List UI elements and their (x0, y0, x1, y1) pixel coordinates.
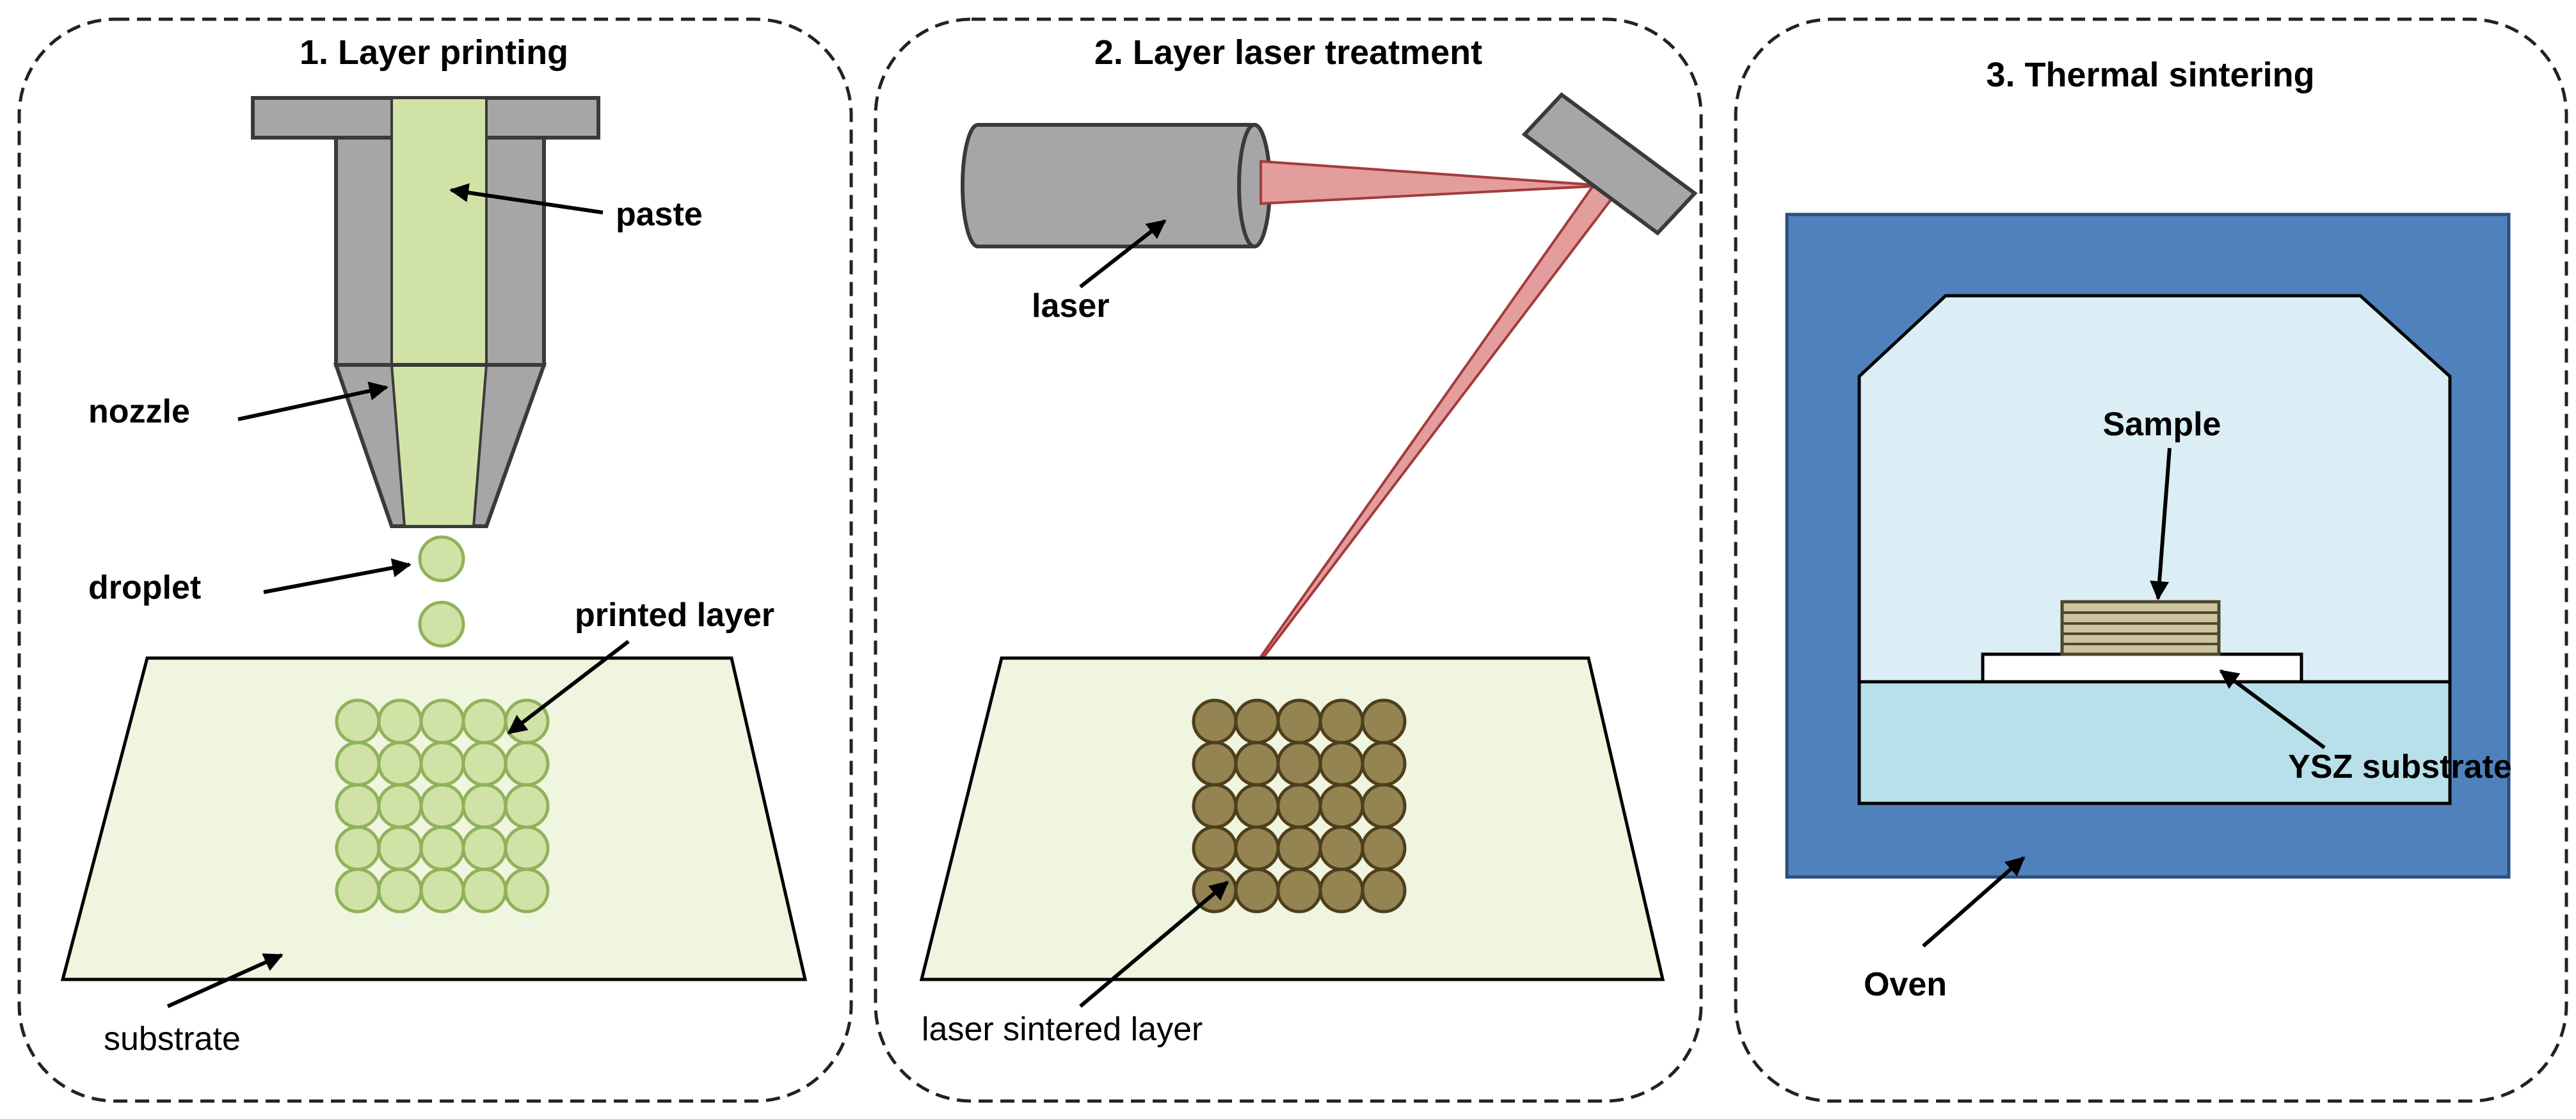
label-paste: paste (616, 196, 703, 233)
panel-1-title: 1. Layer printing (300, 33, 568, 72)
laser-beam-down (1218, 185, 1622, 717)
printed-layer-cell (335, 741, 381, 787)
sintered-layer-cell (1192, 698, 1238, 745)
mirror (1521, 92, 1698, 236)
sintered-layer-cell (1234, 867, 1280, 914)
sintered-layer-cell (1361, 825, 1407, 871)
sintered-layer-cell (1276, 825, 1322, 871)
printed-layer-cell (504, 867, 550, 914)
sintered-layer-cell (1234, 825, 1280, 871)
printed-layer-cell (504, 741, 550, 787)
label-nozzle: nozzle (88, 393, 190, 430)
label-laser-sintered-layer: laser sintered layer (922, 1011, 1203, 1048)
sintered-layer-cell (1361, 783, 1407, 829)
sintered-layer-cell (1276, 867, 1322, 914)
printed-layer-cell (377, 698, 423, 745)
droplet-1 (418, 535, 465, 583)
sintered-layer-cell (1318, 783, 1364, 829)
panel-layer-printing: 1. Layer printing paste nozzle droplet p… (17, 17, 853, 1103)
label-oven: Oven (1864, 966, 1947, 1003)
printed-layer-cell (419, 741, 465, 787)
label-droplet: droplet (88, 569, 201, 606)
printed-layer-cell (504, 825, 550, 871)
printed-layer-cell (419, 698, 465, 745)
printed-layer-cell (335, 825, 381, 871)
label-ysz-substrate: YSZ substrate (2288, 748, 2512, 785)
printed-layer-cell (335, 698, 381, 745)
label-printed-layer: printed layer (575, 597, 774, 634)
panel-2-title: 2. Layer laser treatment (1094, 33, 1482, 72)
sample-stack (2060, 600, 2221, 656)
paste-column (390, 97, 488, 366)
sintered-layer-cell (1318, 825, 1364, 871)
panel-3-title: 3. Thermal sintering (1986, 56, 2314, 94)
ysz-substrate (1981, 652, 2303, 684)
sintered-layer-cell (1234, 698, 1280, 745)
panel-2-border (874, 17, 1703, 1103)
printed-layer-cell (335, 783, 381, 829)
droplet-2 (418, 600, 465, 648)
printed-layer-cell (461, 698, 508, 745)
printed-layer-cell (461, 867, 508, 914)
printed-layer-cell (377, 741, 423, 787)
printed-layer-cell (461, 825, 508, 871)
sintered-layer-cell (1318, 698, 1364, 745)
laser-beam-horizontal (1260, 159, 1606, 205)
printed-layer-cell (419, 783, 465, 829)
label-substrate: substrate (104, 1020, 241, 1058)
printed-layer-cell (377, 825, 423, 871)
sintered-layer-cell (1318, 867, 1364, 914)
printed-layer-cell (419, 825, 465, 871)
label-sample: Sample (2103, 406, 2221, 443)
printed-layer-cell (377, 867, 423, 914)
printed-layer (335, 698, 550, 914)
printed-layer-cell (377, 783, 423, 829)
printed-layer-cell (335, 867, 381, 914)
sintered-layer-cell (1192, 741, 1238, 787)
panel-thermal-sintering: 3. Thermal sintering Sample YSZ substrat… (1734, 17, 2568, 1103)
sintered-layer-cell (1276, 698, 1322, 745)
sintered-layer-cell (1276, 783, 1322, 829)
printed-layer-cell (461, 783, 508, 829)
printed-layer-cell (504, 783, 550, 829)
nozzle-assembly (251, 96, 600, 528)
sintered-layer-cell (1192, 825, 1238, 871)
printed-layer-cell (461, 741, 508, 787)
printed-layer-cell (419, 867, 465, 914)
sintered-layer-cell (1361, 698, 1407, 745)
sintered-layer-cell (1234, 783, 1280, 829)
label-laser: laser (1032, 287, 1109, 325)
laser-sintered-layer (1192, 698, 1407, 914)
sintered-layer-cell (1361, 867, 1407, 914)
panel-laser-treatment: 2. Layer laser treatment laser laser sin… (874, 17, 1703, 1103)
sintered-layer-cell (1234, 741, 1280, 787)
laser-device (961, 123, 1272, 248)
sintered-layer-cell (1361, 741, 1407, 787)
sintered-layer-cell (1276, 741, 1322, 787)
sintered-layer-cell (1318, 741, 1364, 787)
sintered-layer-cell (1192, 783, 1238, 829)
paste-cone (390, 364, 488, 527)
